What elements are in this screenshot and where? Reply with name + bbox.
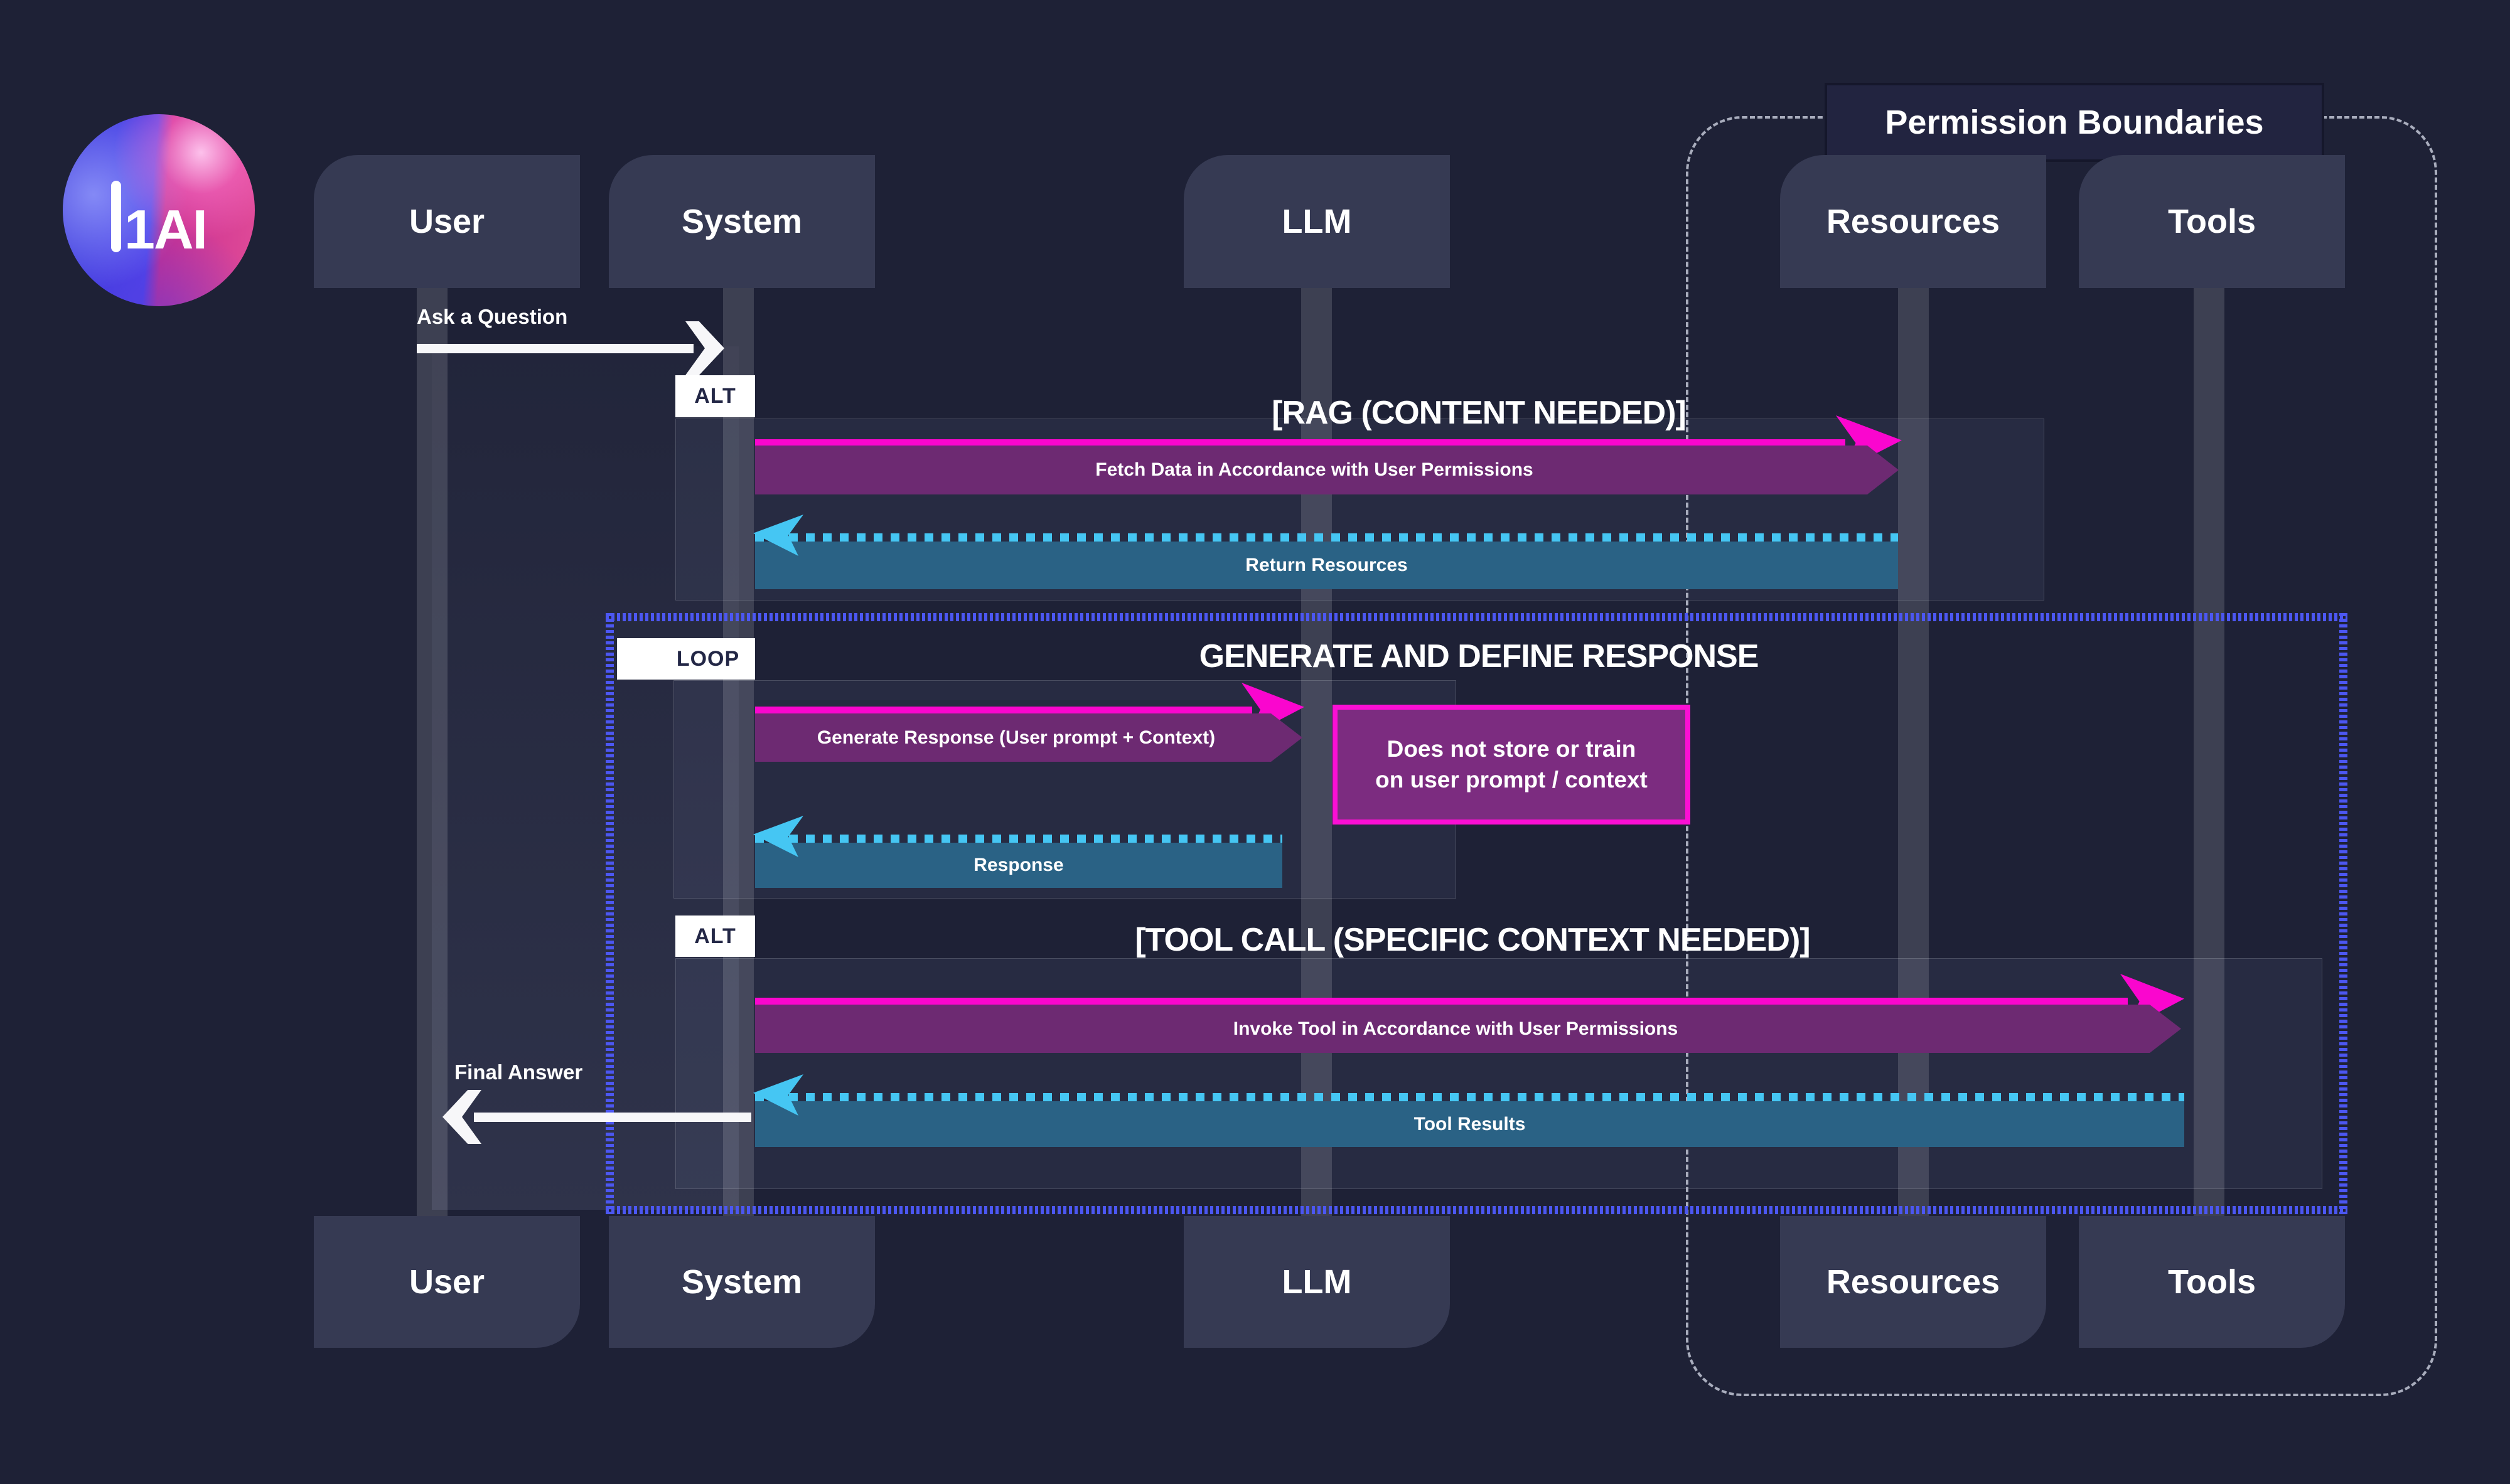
response-banner: Response bbox=[755, 843, 1282, 888]
actor-box-resources-top: Resources bbox=[1780, 155, 2046, 288]
loop-frame-border-right bbox=[2339, 613, 2347, 1214]
fetch-data-arrow-line bbox=[755, 439, 1845, 446]
privacy-note-box: Does not store or train on user prompt /… bbox=[1333, 705, 1690, 825]
permission-boundary-border bbox=[1686, 116, 2437, 1396]
message-ask-question-label: Ask a Question bbox=[417, 305, 568, 328]
actor-box-llm-bottom: LLM bbox=[1184, 1216, 1450, 1348]
logo-text: 1AI bbox=[124, 198, 208, 260]
message-final-answer-label: Final Answer bbox=[454, 1060, 583, 1084]
logo-bar-glyph bbox=[111, 181, 122, 252]
loop-frame-border-bottom bbox=[606, 1206, 2347, 1214]
actor-box-user-bottom: User bbox=[314, 1216, 580, 1348]
actor-box-resources-bottom: Resources bbox=[1780, 1216, 2046, 1348]
alt-toolcall-section-panel bbox=[675, 958, 2322, 1189]
alt-rag-section-title: [RAG (CONTENT NEEDED)] bbox=[1272, 395, 1687, 431]
actor-box-llm-top: LLM bbox=[1184, 155, 1450, 288]
tool-results-banner: Tool Results bbox=[755, 1101, 2184, 1147]
ask-question-arrow-shaft bbox=[417, 344, 694, 353]
fetch-data-banner: Fetch Data in Accordance with User Permi… bbox=[755, 446, 1899, 494]
alt-toolcall-section-title: [TOOL CALL (SPECIFIC CONTEXT NEEDED)] bbox=[1135, 922, 1810, 958]
privacy-note-line1: Does not store or train bbox=[1386, 735, 1636, 762]
generate-response-banner: Generate Response (User prompt + Context… bbox=[755, 713, 1302, 762]
invoke-tool-arrow-line bbox=[755, 998, 2128, 1005]
privacy-note-line2: on user prompt / context bbox=[1375, 766, 1648, 793]
actor-box-system-bottom: System bbox=[609, 1216, 875, 1348]
return-resources-banner: Return Resources bbox=[755, 542, 1898, 589]
actor-box-tools-top: Tools bbox=[2079, 155, 2345, 288]
invoke-tool-banner: Invoke Tool in Accordance with User Perm… bbox=[755, 1005, 2181, 1053]
actor-box-system-top: System bbox=[609, 155, 875, 288]
lifeline-user bbox=[417, 288, 448, 1219]
session-activity-band bbox=[432, 346, 739, 1210]
lifeline-tools bbox=[2194, 288, 2224, 1219]
actor-box-user-top: User bbox=[314, 155, 580, 288]
brand-logo-mark: 1AI bbox=[111, 181, 208, 260]
return-resources-dotted-line bbox=[755, 533, 1898, 542]
loop-frame-border-left bbox=[606, 613, 614, 1214]
generate-response-arrow-line bbox=[755, 707, 1252, 713]
lifeline-resources bbox=[1898, 288, 1929, 1219]
loop-section-title: GENERATE AND DEFINE RESPONSE bbox=[1199, 638, 1759, 675]
final-answer-arrow-shaft bbox=[474, 1113, 751, 1122]
alt-rag-frame-label: ALT bbox=[675, 375, 755, 417]
tool-results-dotted-line bbox=[755, 1093, 2184, 1101]
alt-toolcall-frame-label: ALT bbox=[675, 915, 755, 957]
brand-logo-sphere: 1AI bbox=[63, 114, 255, 306]
loop-frame-label: LOOP bbox=[617, 638, 755, 680]
permission-boundary-title: Permission Boundaries bbox=[1825, 83, 2324, 162]
loop-frame-border-top bbox=[606, 613, 2347, 621]
actor-box-tools-bottom: Tools bbox=[2079, 1216, 2345, 1348]
lifeline-system bbox=[723, 288, 754, 1219]
response-dotted-line bbox=[755, 835, 1282, 843]
